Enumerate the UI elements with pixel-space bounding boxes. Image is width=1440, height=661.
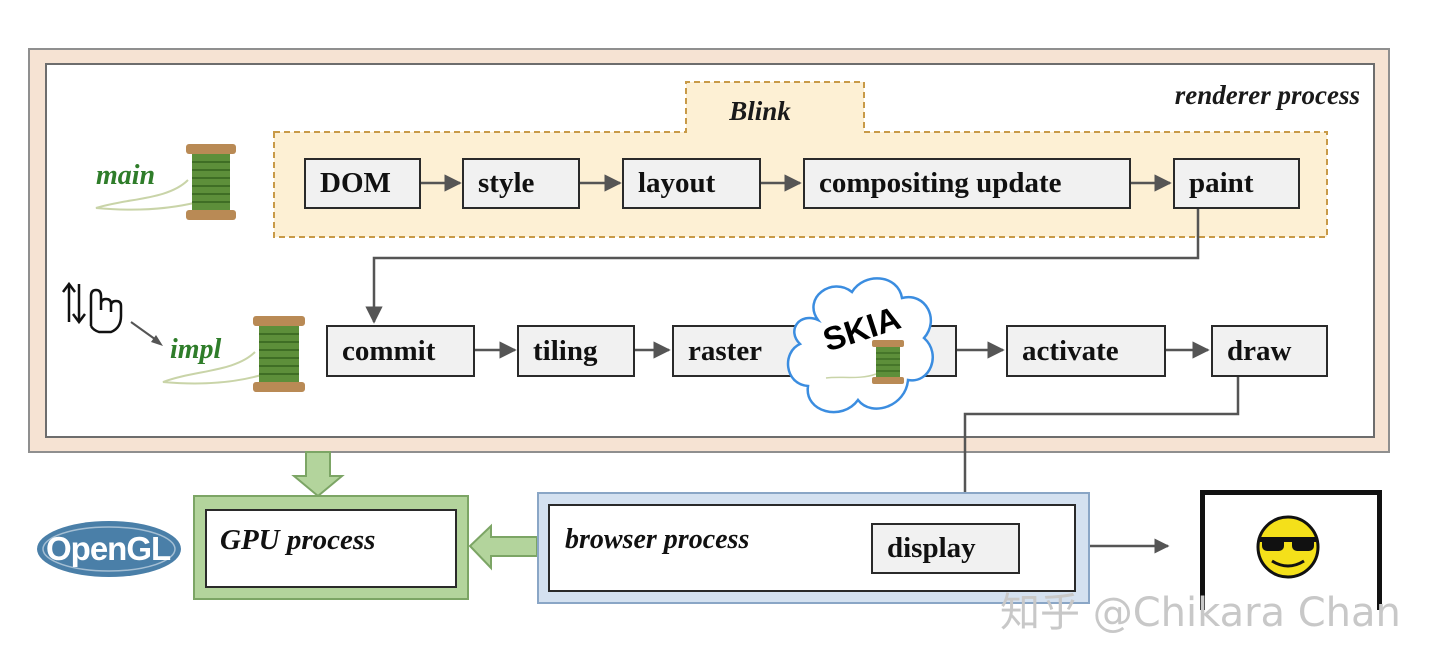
node-commit: commit xyxy=(326,325,475,377)
node-layout: layout xyxy=(622,158,761,209)
watermark: 知乎 @Chikara Chan xyxy=(1000,590,1401,636)
opengl-logo xyxy=(37,521,181,577)
node-draw: draw xyxy=(1211,325,1328,377)
spool-icon xyxy=(162,316,305,392)
scroll-gesture-icon xyxy=(62,281,163,346)
node-tiling: tiling xyxy=(517,325,635,377)
node-display: display xyxy=(871,523,1020,574)
node-compositing-update: compositing update xyxy=(803,158,1131,209)
renderer-process-label: renderer process xyxy=(1174,80,1360,110)
spool-icon xyxy=(95,144,236,220)
gpu-process-panel xyxy=(205,509,457,588)
node-paint: paint xyxy=(1173,158,1300,209)
blink-label: Blink xyxy=(729,96,791,126)
node-activate: activate xyxy=(1006,325,1166,377)
node-dom: DOM xyxy=(304,158,421,209)
impl-thread-label: impl xyxy=(170,334,222,365)
opengl-logo-text: OpenGL xyxy=(46,530,171,567)
gpu-process-label: GPU process xyxy=(220,524,376,556)
node-style: style xyxy=(462,158,580,209)
sunglasses-smiley-icon xyxy=(1256,515,1320,579)
browser-process-label: browser process xyxy=(565,524,750,555)
main-thread-label: main xyxy=(96,160,156,191)
skia-cloud-icon: SKIA xyxy=(786,277,934,414)
